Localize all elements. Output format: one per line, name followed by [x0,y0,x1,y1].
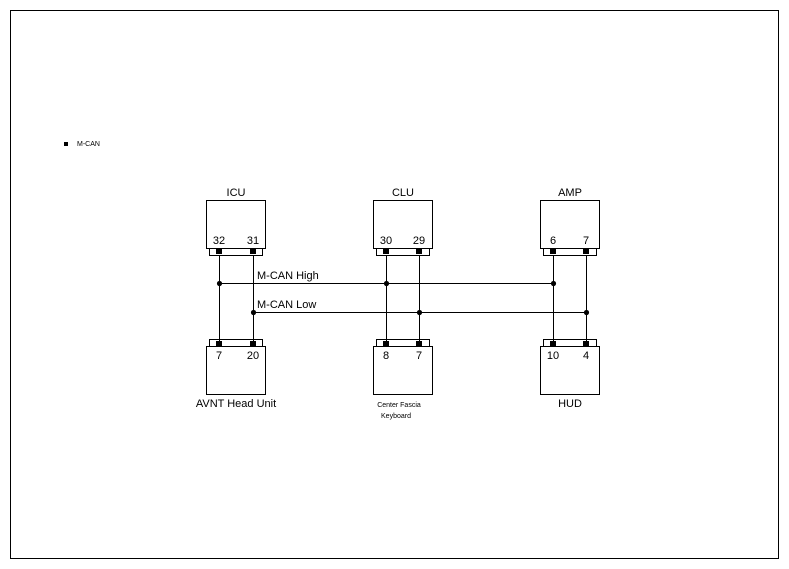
legend-label: M-CAN [77,141,100,148]
module-hud-name: HUD [558,398,582,410]
pin-terminal-icon [550,341,556,346]
module-center-fascia-keyboard: 8 7 Center Fascia Keyboard [373,339,433,420]
wires [219,255,587,341]
module-avnt-head-unit: 7 20 AVNT Head Unit [196,339,276,410]
module-avnt-pin-2: 20 [247,350,259,362]
splice-dot-icon [416,309,423,316]
module-amp-connector [543,248,597,256]
pin-terminal-icon [250,341,256,346]
pin-terminal-icon [583,249,589,254]
module-amp: AMP 6 7 [540,187,600,256]
module-hud-pin-2: 4 [583,350,589,362]
module-clu: CLU 30 29 [373,187,433,256]
module-cfk-name-line2: Keyboard [381,413,411,420]
pin-terminal-icon [383,249,389,254]
module-cfk-name-line1: Center Fascia [377,402,421,409]
pin-terminal-icon [416,249,422,254]
module-cfk-pin-2: 7 [416,350,422,362]
module-avnt-pin-1: 7 [216,350,222,362]
legend-bullet-icon [64,142,68,146]
module-cfk-box [373,346,433,395]
module-icu-connector [209,248,263,256]
module-amp-pin-1: 6 [550,235,556,247]
diagram-frame [10,10,779,559]
module-icu: ICU 32 31 [206,187,266,256]
splice-points [216,280,590,316]
module-cfk-pin-1: 8 [383,350,389,362]
module-icu-pin-1: 32 [213,235,225,247]
pin-terminal-icon [550,249,556,254]
splice-dot-icon [216,280,223,287]
module-icu-name: ICU [227,187,246,199]
module-amp-name: AMP [558,187,582,199]
module-avnt-name: AVNT Head Unit [196,398,276,410]
splice-dot-icon [250,309,257,316]
module-clu-pin-2: 29 [413,235,425,247]
pin-terminal-icon [416,341,422,346]
module-clu-name: CLU [392,187,414,199]
module-icu-pin-2: 31 [247,235,259,247]
pin-terminal-icon [250,249,256,254]
m-can-high-label: M-CAN High [257,270,319,282]
module-hud: 10 4 HUD [540,339,600,410]
module-amp-box [540,200,600,249]
pin-terminal-icon [583,341,589,346]
module-avnt-box [206,346,266,395]
pin-terminal-icon [216,341,222,346]
module-icu-box [206,200,266,249]
pin-terminal-icon [216,249,222,254]
m-can-low-label: M-CAN Low [257,299,316,311]
module-hud-box [540,346,600,395]
splice-dot-icon [383,280,390,287]
module-amp-pin-2: 7 [583,235,589,247]
pin-terminal-icon [383,341,389,346]
module-hud-pin-1: 10 [547,350,559,362]
splice-dot-icon [550,280,557,287]
splice-dot-icon [583,309,590,316]
module-clu-pin-1: 30 [380,235,392,247]
module-clu-connector [376,248,430,256]
